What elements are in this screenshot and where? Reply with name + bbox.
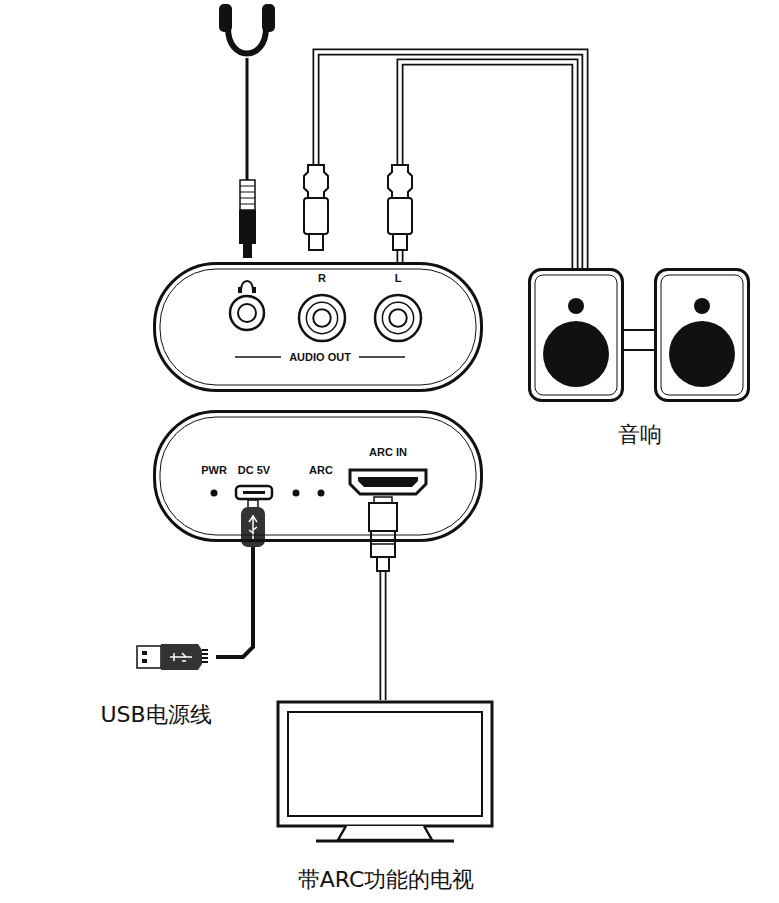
label-text: AUDIO OUT (285, 351, 355, 364)
usb-a-plug (137, 644, 208, 670)
label-text: ARC (309, 464, 333, 477)
indicator-led (211, 490, 218, 497)
speaker-link (623, 349, 655, 351)
label-text: USB电源线 (100, 702, 211, 727)
panel-outline (155, 264, 482, 391)
cable-connector (216, 546, 253, 657)
tv-screen (278, 702, 492, 841)
label-text: R (318, 272, 326, 285)
rca-plug (388, 165, 412, 250)
headphone-plug (239, 180, 256, 258)
arc-input-panel: PWR DC 5V ARC ARC IN (153, 410, 483, 542)
tv-set-outline (276, 700, 494, 830)
audio-jack (375, 295, 421, 341)
panel-inner-line (160, 269, 476, 385)
panel-outline (155, 412, 482, 541)
label-text: 音响 (618, 422, 662, 447)
speaker-pair: 音响 (528, 268, 750, 402)
label-text: PWR (201, 464, 227, 477)
rca-cable-core (316, 52, 585, 268)
indicator-led (318, 490, 325, 497)
audio-jack (299, 295, 345, 341)
label-text: 带ARC功能的电视 (298, 867, 475, 892)
rca-plug (304, 165, 328, 250)
rule-line (235, 356, 281, 358)
audio-out-panel: R L AUDIO OUT (153, 262, 483, 392)
tv-set: 带ARC功能的电视 (276, 700, 494, 830)
speaker-cabinet (656, 270, 749, 401)
indicator-led (293, 490, 300, 497)
cable-connector (383, 570, 384, 700)
speaker-link (623, 329, 655, 331)
micro-usb-port (236, 486, 272, 499)
label-text: ARC IN (369, 446, 407, 459)
label-text: L (395, 272, 402, 285)
rca-cable (316, 52, 585, 268)
speaker-cabinet (530, 270, 623, 401)
hdmi-port (350, 470, 426, 494)
usb-plug-outline (136, 642, 216, 672)
panel-inner-line (160, 417, 476, 535)
headphone-jack (230, 281, 264, 330)
cable-connector (400, 62, 575, 268)
usb-plug: USB电源线 (136, 642, 216, 672)
speaker-pair-outline (528, 268, 750, 402)
headphones-icon (219, 4, 275, 182)
audio-out-panel-outline (153, 262, 483, 392)
arc-input-panel-outline (153, 410, 483, 542)
label-text: DC 5V (238, 464, 270, 477)
hdmi-plug (369, 497, 397, 571)
rule-line (359, 356, 405, 358)
